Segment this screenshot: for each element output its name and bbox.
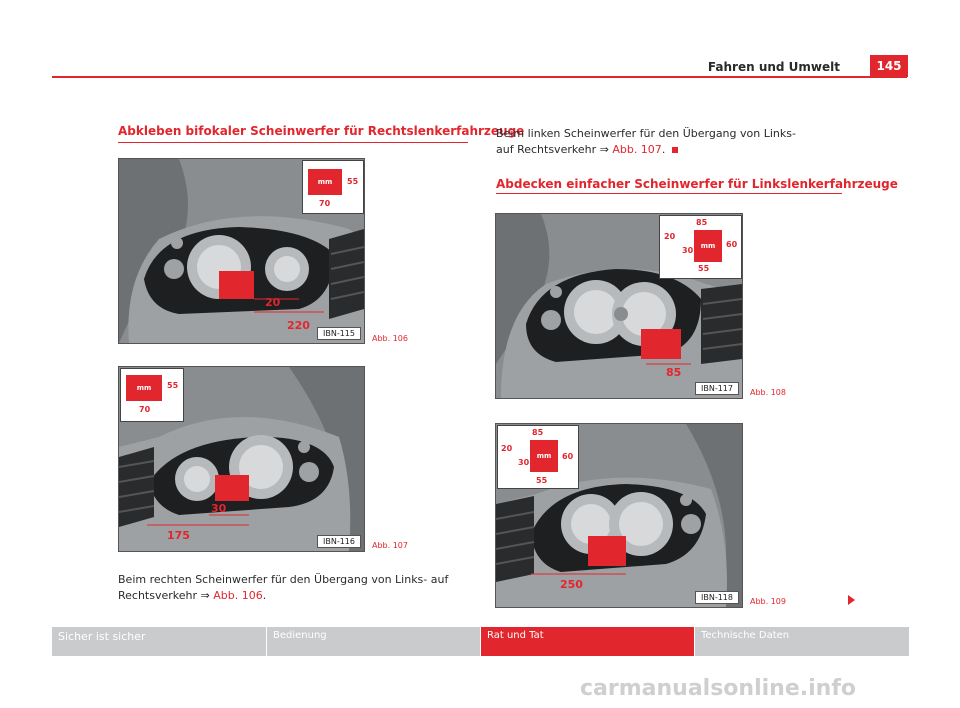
mm-label: mm — [530, 440, 558, 472]
inset-inner: 30 — [518, 458, 530, 467]
dimension-small: 20 — [265, 296, 281, 309]
figure-caption-108: Abb. 108 — [750, 388, 786, 397]
inset-width: 70 — [139, 405, 151, 414]
inset-width: 70 — [319, 199, 331, 208]
inset-height: 55 — [347, 177, 359, 186]
inset-bottom: 55 — [698, 264, 710, 273]
dimension-large: 85 — [666, 366, 682, 379]
text-suffix: . — [661, 143, 666, 156]
mm-label: mm — [308, 169, 342, 195]
tab-label: Bedienung — [273, 630, 327, 641]
right-intro-text: Beim linken Scheinwerfer für den Übergan… — [496, 126, 816, 158]
tab-label: Sicher ist sicher — [58, 630, 146, 643]
section-rule — [496, 193, 842, 194]
page-number: 145 — [870, 55, 908, 77]
page-header-title: Fahren und Umwelt — [707, 60, 840, 74]
figure-106: mm 55 70 20 220 IBN-115 — [118, 158, 365, 344]
inset-top: 85 — [696, 218, 708, 227]
mm-label: mm — [694, 230, 722, 262]
inset-top: 85 — [532, 428, 544, 437]
text-prefix: Beim linken Scheinwerfer für den Übergan… — [496, 127, 796, 156]
figure-link-106[interactable]: Abb. 106 — [213, 589, 263, 602]
dimension-inset: 85 20 30 mm 60 55 — [659, 215, 742, 279]
figure-code: IBN-115 — [317, 327, 361, 340]
figure-caption-109: Abb. 109 — [750, 597, 786, 606]
section-title-rechtslenker: Abkleben bifokaler Scheinwerfer für Rech… — [118, 124, 525, 138]
dimension-small: 30 — [211, 502, 227, 515]
dimension-large: 175 — [167, 529, 190, 542]
figure-code: IBN-117 — [695, 382, 739, 395]
dimension-large: 250 — [560, 578, 583, 591]
dimension-inset: 85 20 30 mm 60 55 — [497, 425, 579, 489]
dimension-large: 220 — [287, 319, 310, 332]
tab-label: Rat und Tat — [487, 630, 544, 641]
tab-sicher-ist-sicher[interactable]: Sicher ist sicher — [52, 627, 266, 656]
inset-inner: 30 — [682, 246, 694, 255]
inset-left: 20 — [501, 444, 513, 453]
header-rule — [52, 76, 907, 78]
text-suffix: . — [262, 589, 267, 602]
watermark: carmanualsonline.info — [580, 676, 856, 701]
inset-bottom: 55 — [536, 476, 548, 485]
mm-label: mm — [126, 375, 162, 401]
dimension-inset: mm 55 70 — [302, 160, 364, 214]
figure-107: mm 55 70 30 175 IBN-116 — [118, 366, 365, 552]
dimension-inset: mm 55 70 — [120, 368, 184, 422]
inset-height: 55 — [167, 381, 179, 390]
tab-label: Technische Daten — [701, 630, 790, 641]
inset-left: 20 — [664, 232, 676, 241]
figure-caption-107: Abb. 107 — [372, 541, 408, 550]
tab-rat-und-tat[interactable]: Rat und Tat — [481, 627, 694, 656]
figure-108: 85 20 30 mm 60 55 85 IBN-117 — [495, 213, 743, 399]
figure-code: IBN-118 — [695, 591, 739, 604]
inset-right: 60 — [726, 240, 738, 249]
section-rule — [118, 142, 468, 143]
figure-link-107[interactable]: Abb. 107 — [612, 143, 662, 156]
figure-code: IBN-116 — [317, 535, 361, 548]
figure-109: 85 20 30 mm 60 55 250 IBN-118 — [495, 423, 743, 608]
arrow-right-icon — [848, 595, 855, 605]
square-marker-icon — [671, 147, 678, 153]
inset-right: 60 — [562, 452, 574, 461]
tab-bedienung[interactable]: Bedienung — [267, 627, 480, 656]
text-prefix: Beim rechten Scheinwerfer für den Überga… — [118, 573, 449, 602]
left-body-text: Beim rechten Scheinwerfer für den Überga… — [118, 572, 453, 604]
figure-caption-106: Abb. 106 — [372, 334, 408, 343]
section-title-linkslenker: Abdecken einfacher Scheinwerfer für Link… — [496, 177, 898, 191]
tab-technische-daten[interactable]: Technische Daten — [695, 627, 909, 656]
footer-nav: Sicher ist sicher Bedienung Rat und Tat … — [52, 627, 909, 656]
